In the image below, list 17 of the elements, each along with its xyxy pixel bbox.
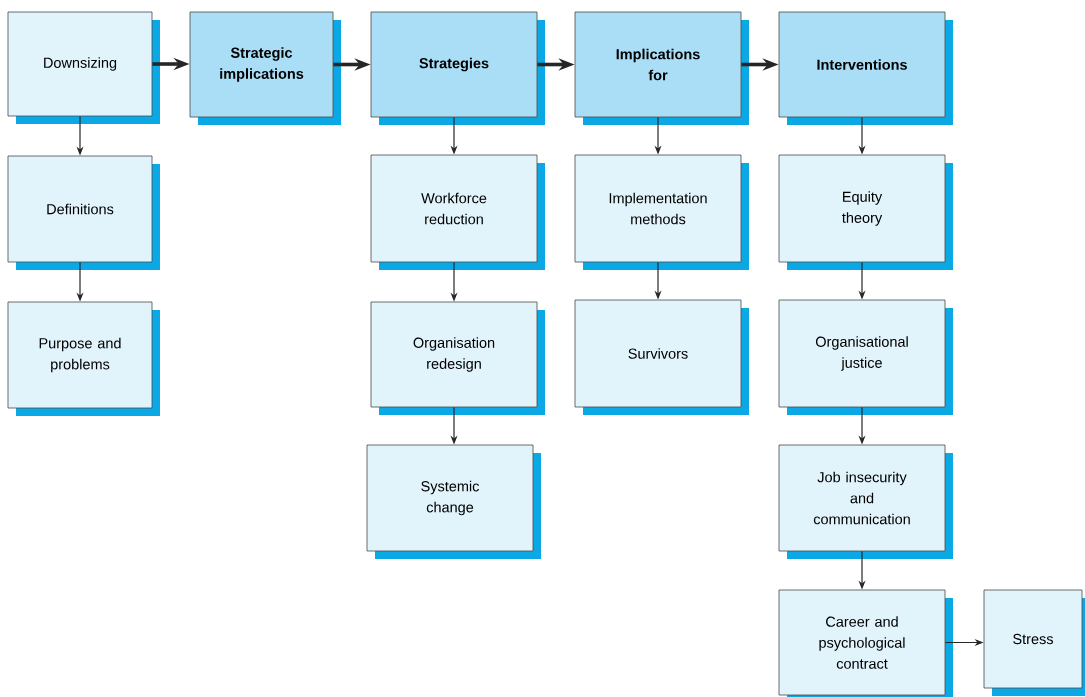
process-box: Organisational justice xyxy=(778,299,953,415)
process-box: Workforce reduction xyxy=(370,154,545,270)
process-box: Implementation methods xyxy=(574,154,749,270)
process-box: Survivors xyxy=(574,299,749,415)
process-box: Equity theory xyxy=(778,154,953,270)
process-box: Career and psychological contract xyxy=(778,589,953,697)
process-box: Organisation redesign xyxy=(370,301,545,415)
process-box: Strategies xyxy=(370,11,545,125)
process-box: Stress xyxy=(983,589,1085,696)
process-box: Downsizing xyxy=(7,11,160,124)
process-box: Strategic implications xyxy=(189,11,341,125)
process-box: Job insecurity and communication xyxy=(778,444,953,559)
process-box: Interventions xyxy=(778,11,953,125)
process-box: Definitions xyxy=(7,155,160,270)
process-box: Systemic change xyxy=(366,444,541,559)
process-box: Implications for xyxy=(574,11,749,125)
process-box: Purpose and problems xyxy=(7,301,160,416)
